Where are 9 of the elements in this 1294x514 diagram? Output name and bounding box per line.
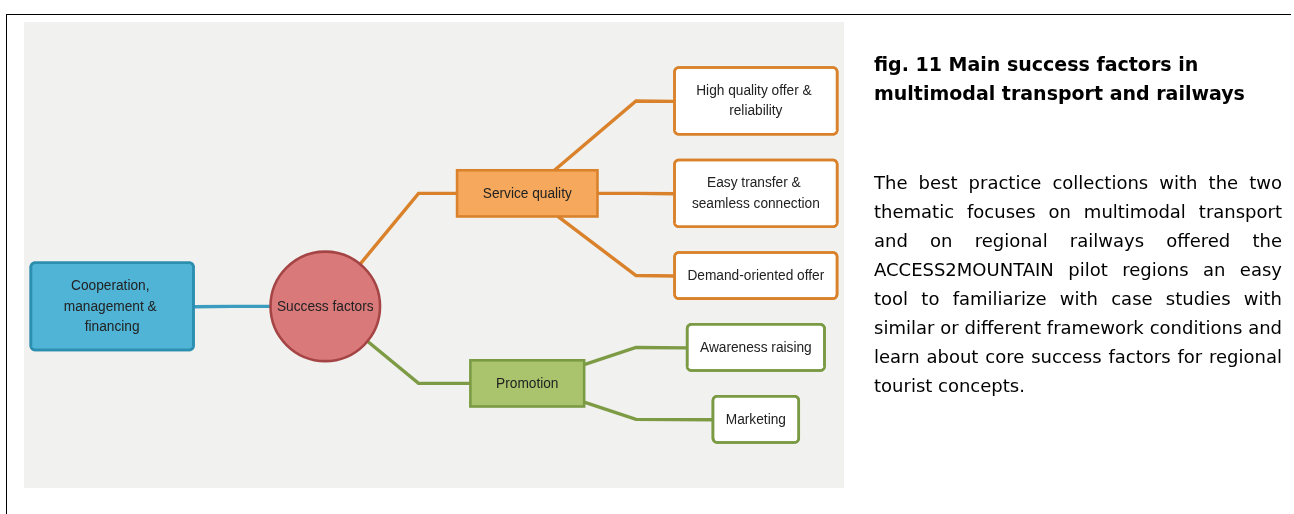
description-paragraph: The best practice collections with the two thematic focuses on multimodal transport and on regional railways offered the ACCESS2MOUNTAIN pilot regions an easy tool to familiarize with case studies with similar or different framework conditions and learn about core success factors for regional tourist concepts. [874,171,1282,398]
node-circle: Success factors [269,250,382,363]
figure-caption: fig. 11 Main success factors in multimodal transport and railways [874,52,1246,106]
connector [597,191,675,196]
connector [366,339,471,386]
node-box: Promotion [469,359,586,408]
node-box: Service quality [455,168,599,218]
connector [358,191,458,266]
connector [193,304,271,309]
